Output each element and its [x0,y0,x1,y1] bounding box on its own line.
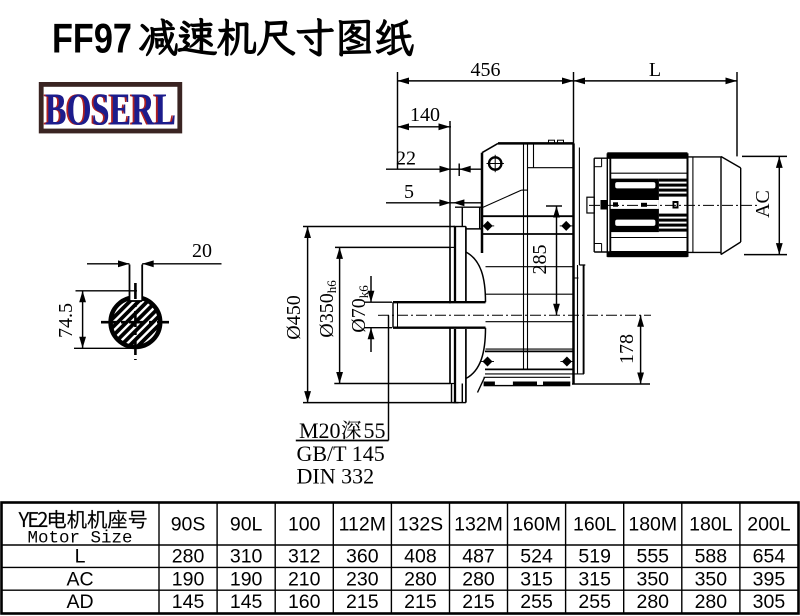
svg-text:180M: 180M [628,514,677,536]
svg-text:55: 55 [364,418,386,443]
svg-text:408: 408 [404,546,437,568]
svg-text:Motor Size: Motor Size [27,529,132,549]
svg-text:305: 305 [753,591,786,613]
svg-text:310: 310 [230,546,263,568]
svg-text:456: 456 [471,59,501,81]
svg-text:L: L [649,59,661,81]
svg-text:145: 145 [172,591,205,613]
svg-text:200L: 200L [747,514,791,536]
svg-text:555: 555 [636,546,669,568]
svg-text:255: 255 [520,591,553,613]
svg-text:280: 280 [695,591,728,613]
svg-text:M20: M20 [299,418,341,443]
svg-text:180L: 180L [689,514,733,536]
svg-text:350: 350 [636,568,669,590]
svg-text:AD: AD [66,591,93,613]
svg-text:132M: 132M [454,514,503,536]
svg-text:315: 315 [578,568,611,590]
svg-text:230: 230 [346,568,379,590]
svg-text:100: 100 [288,514,321,536]
svg-text:280: 280 [172,546,205,568]
svg-text:22: 22 [396,148,416,170]
svg-text:160: 160 [288,591,321,613]
svg-text:395: 395 [753,568,786,590]
svg-text:519: 519 [578,546,611,568]
svg-text:L: L [75,546,86,568]
svg-text:112M: 112M [339,514,386,536]
svg-text:5: 5 [404,181,414,203]
svg-text:190: 190 [172,568,205,590]
svg-text:210: 210 [288,568,321,590]
svg-text:AC: AC [752,190,774,218]
svg-text:145: 145 [230,591,263,613]
svg-text:BOSERL: BOSERL [43,84,174,135]
svg-text:BOSERL: BOSERL [45,84,176,135]
svg-text:FF97: FF97 [52,15,132,62]
svg-text:Ø450: Ø450 [283,295,305,339]
svg-text:215: 215 [404,591,437,613]
svg-text:312: 312 [288,546,321,568]
svg-text:178: 178 [616,334,638,364]
svg-text:285: 285 [529,245,551,275]
svg-text:280: 280 [462,568,495,590]
svg-text:132S: 132S [398,514,444,536]
svg-text:350: 350 [695,568,728,590]
svg-text:280: 280 [636,591,669,613]
svg-text:360: 360 [346,546,379,568]
svg-text:190: 190 [230,568,263,590]
svg-text:255: 255 [578,591,611,613]
svg-text:140: 140 [410,104,440,126]
svg-text:90S: 90S [171,514,206,536]
svg-text:654: 654 [753,546,786,568]
svg-text:90L: 90L [230,514,263,536]
svg-text:315: 315 [520,568,553,590]
svg-text:160M: 160M [512,514,561,536]
svg-text:GB/T 145: GB/T 145 [297,441,385,466]
svg-text:487: 487 [462,546,495,568]
svg-text:74.5: 74.5 [55,303,77,338]
svg-text:20: 20 [192,240,212,262]
svg-text:DIN 332: DIN 332 [297,464,375,489]
svg-text:280: 280 [404,568,437,590]
svg-text:Ø350h6: Ø350h6 [316,280,339,338]
svg-text:Ø70k6: Ø70k6 [348,285,371,333]
svg-text:524: 524 [520,546,553,568]
svg-text:215: 215 [346,591,379,613]
svg-text:215: 215 [462,591,495,613]
svg-text:588: 588 [695,546,728,568]
svg-text:160L: 160L [573,514,617,536]
svg-text:AC: AC [66,568,93,590]
